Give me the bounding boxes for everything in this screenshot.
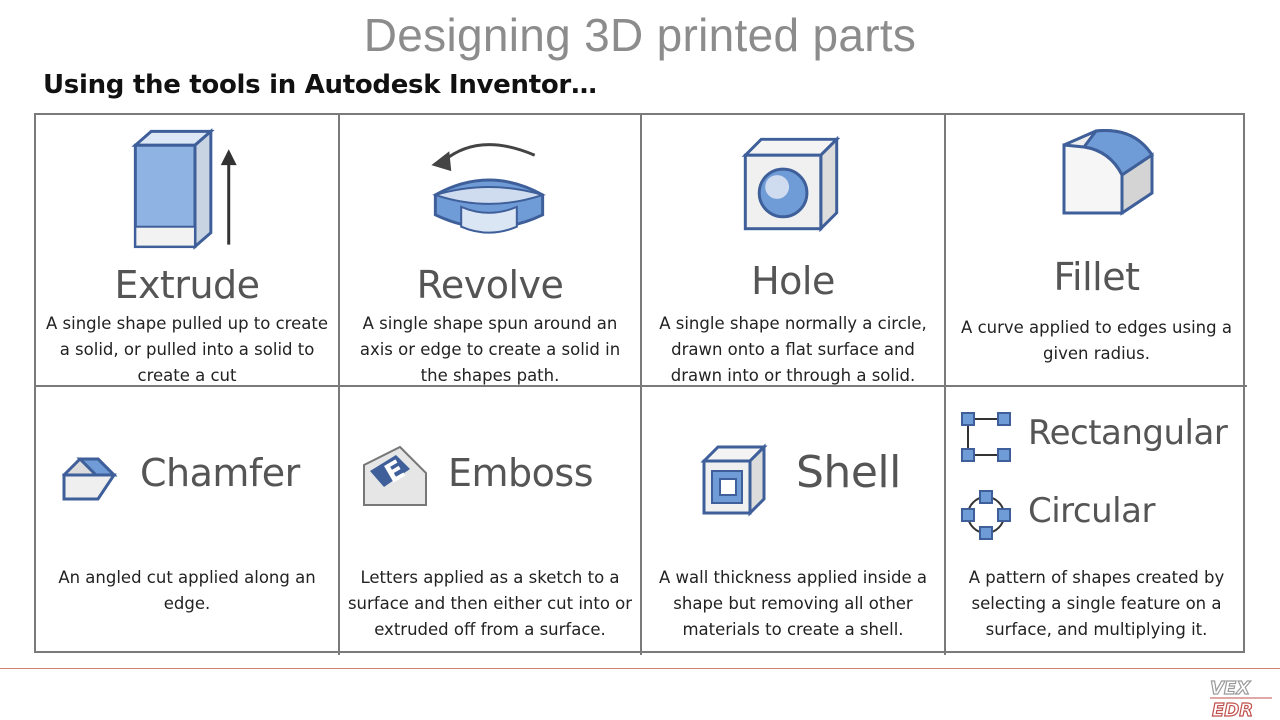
tool-label-circular: Circular	[1028, 491, 1155, 531]
tool-label-chamfer: Chamfer	[140, 451, 300, 495]
tool-label-rectangular: Rectangular	[1028, 413, 1228, 453]
tool-description-revolve: A single shape spun around an axis or ed…	[359, 314, 621, 385]
tool-cell-fillet: Fillet A curve applied to edges using a …	[946, 115, 1247, 387]
tool-label-fillet: Fillet	[1053, 255, 1140, 299]
revolve-icon	[431, 143, 546, 234]
tool-cell-revolve: Revolve A single shape spun around an ax…	[340, 115, 642, 387]
footer-rule	[0, 668, 1280, 669]
tool-label-extrude: Extrude	[114, 263, 260, 307]
hole-icon	[741, 135, 841, 233]
tool-label-shell: Shell	[796, 447, 901, 498]
vex-edr-logo: VEX EDR	[1209, 677, 1272, 718]
tool-label-emboss: Emboss	[448, 451, 594, 495]
tool-description-shell: A wall thickness applied inside a shape …	[658, 568, 928, 639]
extrude-icon	[131, 128, 237, 250]
tool-label-hole: Hole	[751, 259, 835, 303]
tool-cell-pattern: Rectangular Circular A pattern of shapes…	[946, 387, 1247, 655]
tool-cell-shell: Shell A wall thickness applied inside a …	[642, 387, 946, 655]
logo-bottom-text: EDR	[1212, 700, 1253, 718]
tool-cell-chamfer: Chamfer An angled cut applied along an e…	[36, 387, 340, 655]
tool-cell-hole: Hole A single shape normally a circle, d…	[642, 115, 946, 387]
page-subtitle: Using the tools in Autodesk Inventor…	[43, 70, 597, 100]
emboss-icon: E	[363, 445, 427, 506]
tools-grid: Extrude A single shape pulled up to crea…	[34, 113, 1247, 655]
tool-description-fillet: A curve applied to edges using a given r…	[961, 318, 1232, 363]
tool-description-chamfer: An angled cut applied along an edge.	[58, 568, 316, 613]
fillet-icon	[1062, 129, 1155, 216]
tool-description-emboss: Letters applied as a sketch to a surface…	[347, 568, 633, 639]
tool-description-pattern: A pattern of shapes created by selecting…	[968, 568, 1225, 639]
tool-cell-emboss: E Emboss Letters applied as a sketch to …	[340, 387, 642, 655]
tool-description-hole: A single shape normally a circle, drawn …	[659, 314, 927, 385]
logo-top-text: VEX	[1210, 678, 1251, 699]
tool-description-extrude: A single shape pulled up to create a sol…	[46, 314, 328, 385]
shell-icon	[700, 443, 768, 517]
rectangular-pattern-icon	[961, 412, 1011, 462]
page-title: Designing 3D printed parts	[363, 9, 917, 61]
chamfer-icon	[61, 457, 118, 501]
tool-cell-extrude: Extrude A single shape pulled up to crea…	[36, 115, 340, 387]
circular-pattern-icon	[961, 490, 1011, 540]
tool-label-revolve: Revolve	[416, 263, 564, 307]
